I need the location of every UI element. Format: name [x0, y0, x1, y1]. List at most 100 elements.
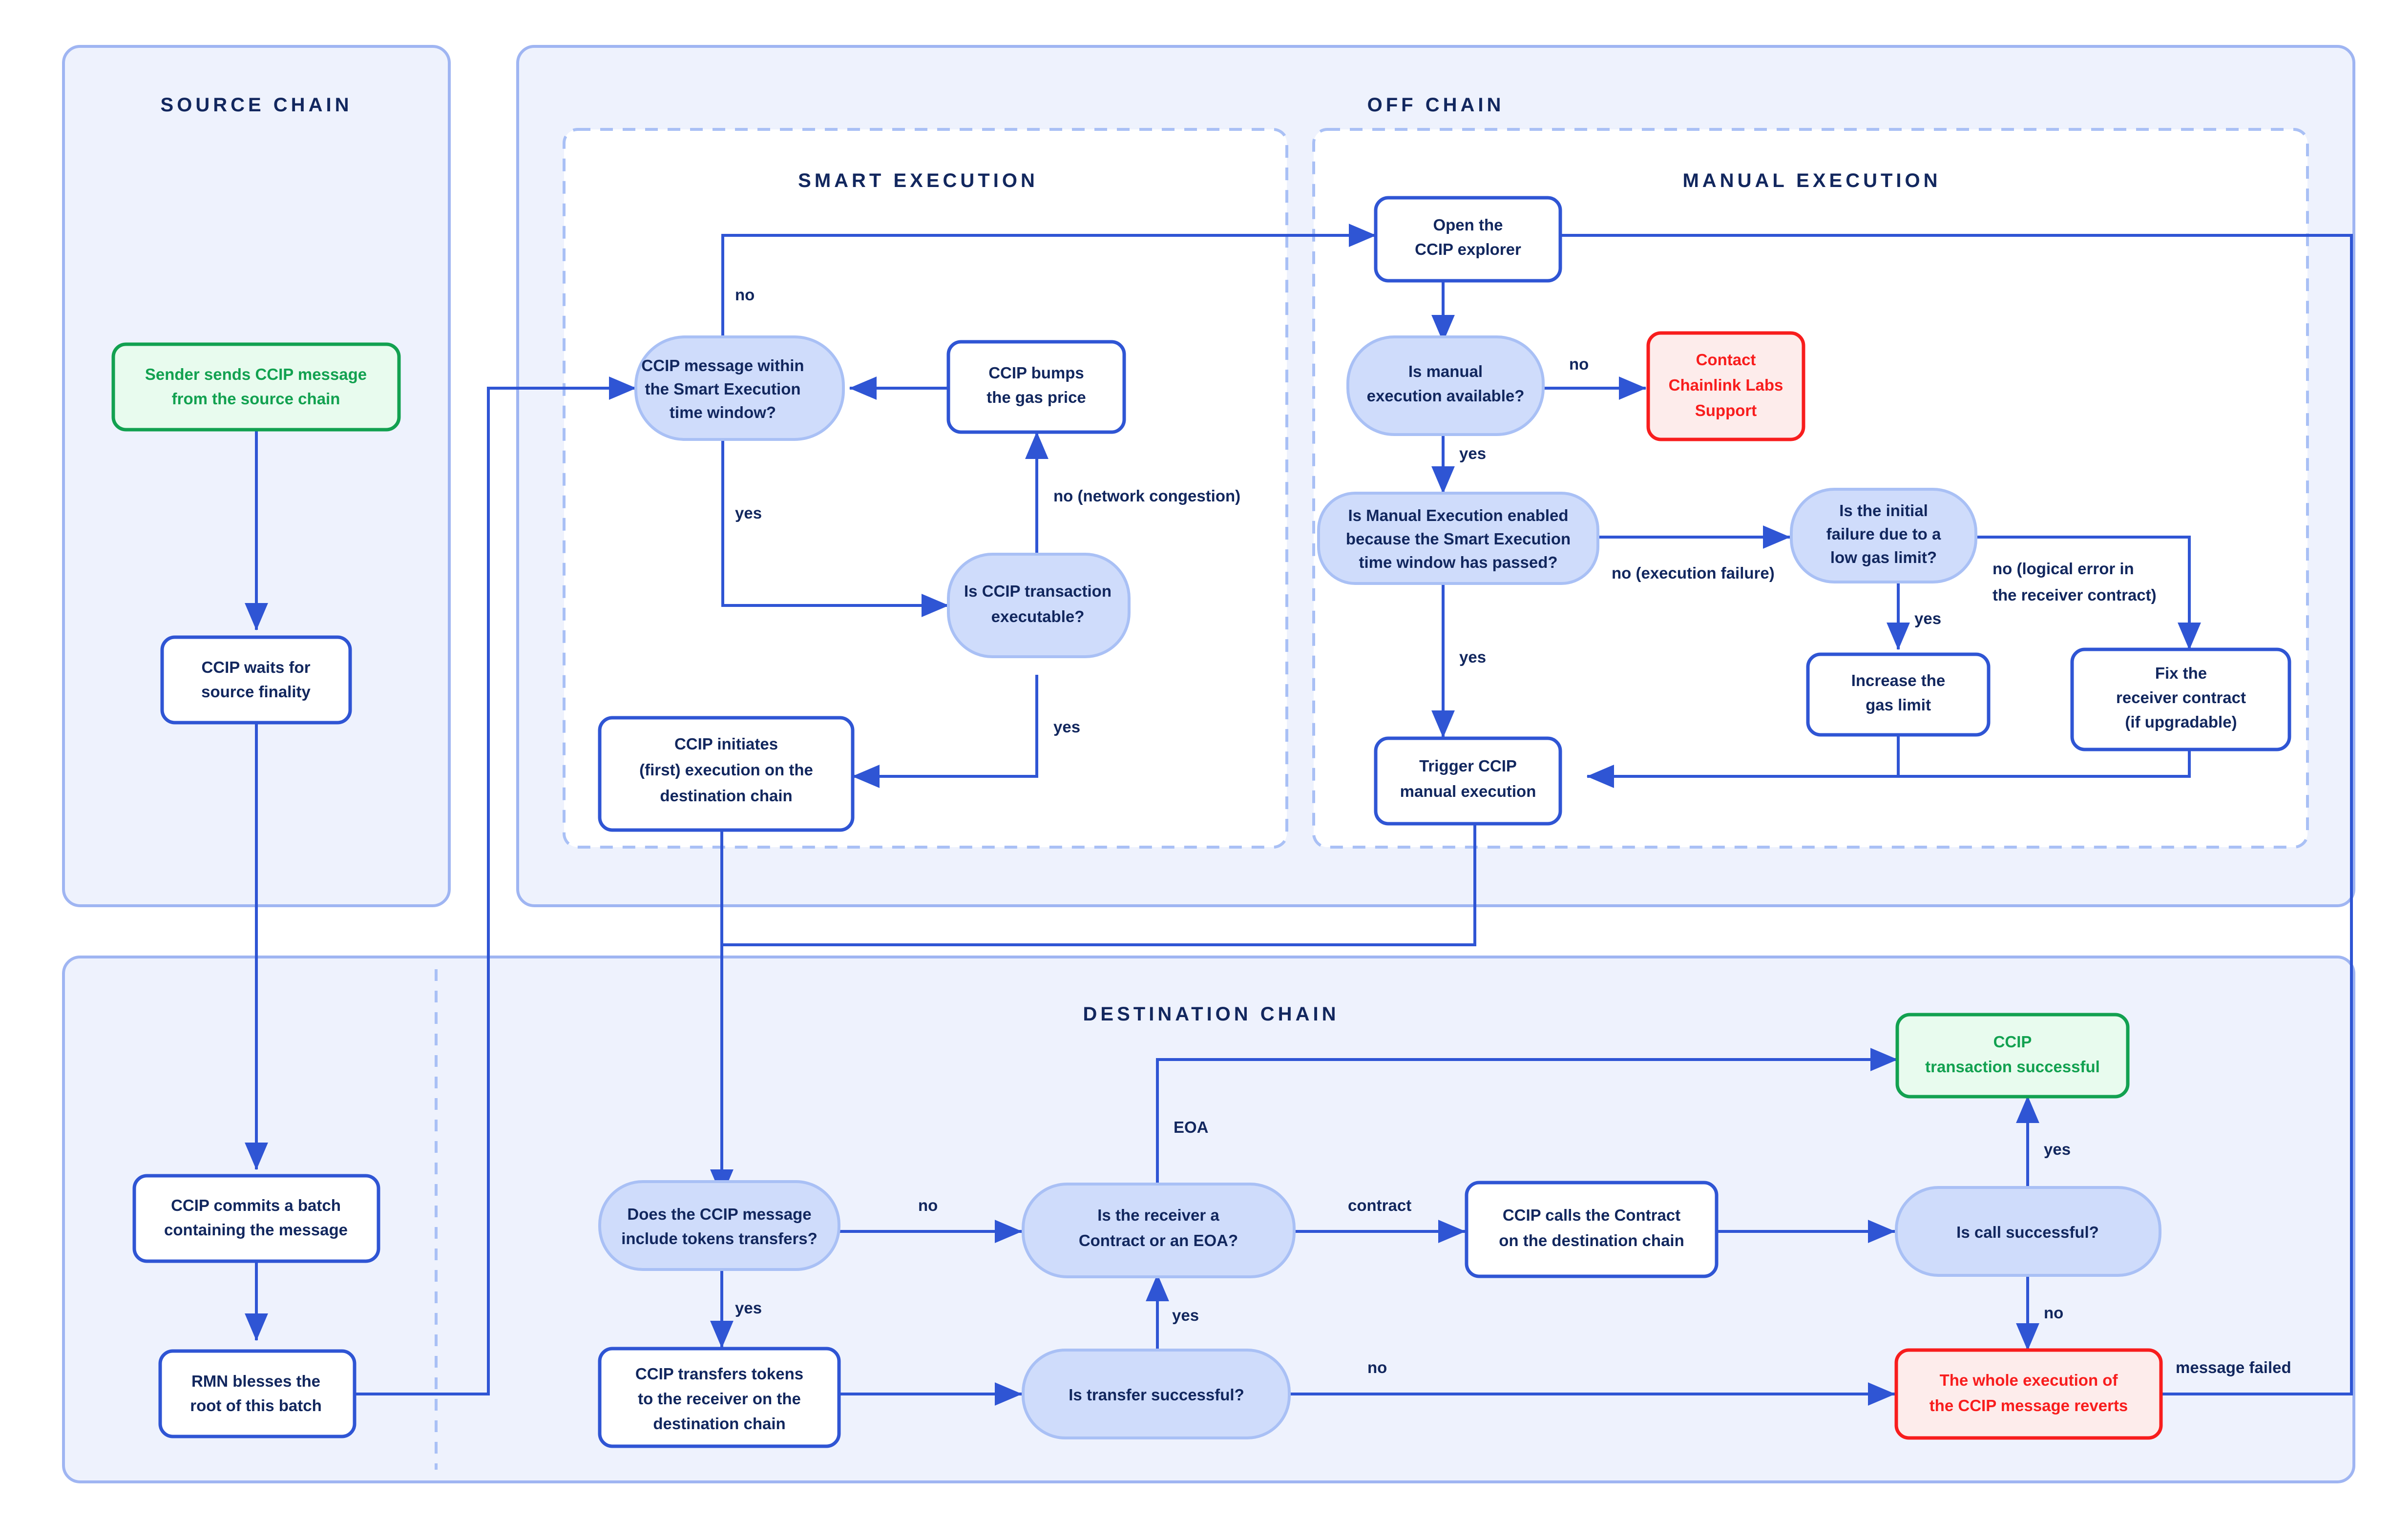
- edge-label-logical-error-line2: the receiver contract): [1992, 586, 2157, 604]
- node-bumps-gas-line1: CCIP bumps: [988, 364, 1084, 382]
- node-contact-support[interactable]: Contact Chainlink Labs Support: [1646, 331, 1805, 441]
- node-sender-sends[interactable]: Sender sends CCIP message from the sourc…: [111, 342, 401, 432]
- node-execution-reverts-line1: The whole execution of: [1940, 1371, 2118, 1389]
- node-transfers-tokens-line2: to the receiver on the: [638, 1390, 801, 1408]
- node-fix-receiver[interactable]: Fix the receiver contract (if upgradable…: [2070, 647, 2291, 751]
- node-trigger-manual[interactable]: Trigger CCIP manual execution: [1374, 736, 1562, 826]
- edge-label-congestion-no: no (network congestion): [1053, 487, 1240, 505]
- node-fix-receiver-line2: receiver contract: [2116, 688, 2246, 707]
- node-transfer-successful[interactable]: Is transfer successful?: [1022, 1349, 1291, 1439]
- node-tx-successful-line2: transaction successful: [1925, 1058, 2100, 1076]
- manual-execution-title: MANUAL EXECUTION: [1682, 170, 1941, 191]
- node-within-window[interactable]: CCIP message within the Smart Execution …: [634, 335, 845, 441]
- node-calls-contract[interactable]: CCIP calls the Contract on the destinati…: [1465, 1181, 1719, 1278]
- node-transfers-tokens-line1: CCIP transfers tokens: [635, 1365, 803, 1383]
- node-transfer-successful-line1: Is transfer successful?: [1069, 1386, 1244, 1404]
- node-initiates-line3: destination chain: [660, 787, 792, 805]
- edge-label-message-failed: message failed: [2176, 1358, 2291, 1376]
- node-commits-batch-line1: CCIP commits a batch: [171, 1196, 341, 1214]
- node-waits-finality-line1: CCIP waits for: [201, 658, 310, 676]
- edge-label-exec-failure-no: no (execution failure): [1612, 564, 1775, 582]
- node-increase-gas[interactable]: Increase the gas limit: [1806, 652, 1991, 737]
- edge-label-manual-no: no: [1569, 355, 1589, 373]
- node-transaction-successful[interactable]: CCIP transaction successful: [1895, 1013, 2130, 1099]
- node-contact-support-line3: Support: [1695, 401, 1757, 419]
- node-trigger-manual-line2: manual execution: [1400, 782, 1536, 800]
- node-rmn-blesses-line1: RMN blesses the: [191, 1372, 320, 1390]
- node-open-explorer[interactable]: Open the CCIP explorer: [1374, 196, 1562, 283]
- edge-label-contract: contract: [1348, 1196, 1411, 1214]
- node-tx-successful-line1: CCIP: [1993, 1033, 2032, 1051]
- destination-chain-title: DESTINATION CHAIN: [1083, 1003, 1340, 1025]
- node-increase-gas-line2: gas limit: [1866, 696, 1931, 714]
- node-open-explorer-line2: CCIP explorer: [1415, 240, 1521, 258]
- node-contact-support-line2: Chainlink Labs: [1669, 376, 1783, 394]
- node-rmn-blesses-line2: root of this batch: [190, 1396, 321, 1415]
- node-within-window-line1: CCIP message within: [641, 356, 804, 375]
- node-initial-failure-line1: Is the initial: [1839, 501, 1928, 520]
- node-initial-failure[interactable]: Is the initial failure due to a low gas …: [1790, 488, 1977, 583]
- node-waits-finality[interactable]: CCIP waits for source finality: [160, 635, 352, 725]
- node-fix-receiver-line1: Fix the: [2155, 664, 2207, 682]
- node-increase-gas-line1: Increase the: [1851, 671, 1946, 689]
- node-include-tokens[interactable]: Does the CCIP message include tokens tra…: [598, 1180, 840, 1271]
- node-receiver-kind[interactable]: Is the receiver a Contract or an EOA?: [1022, 1183, 1296, 1278]
- connectors: [245, 224, 2353, 1406]
- node-trigger-manual-line1: Trigger CCIP: [1419, 757, 1517, 775]
- off-chain-title: OFF CHAIN: [1367, 94, 1505, 116]
- node-call-successful-line1: Is call successful?: [1956, 1223, 2099, 1241]
- edge-label-window-no: no: [735, 286, 755, 304]
- edge-label-window-yes: yes: [735, 504, 762, 522]
- node-manual-available[interactable]: Is manual execution available?: [1346, 335, 1545, 436]
- node-manual-available-line2: execution available?: [1367, 387, 1525, 405]
- node-initiates-execution[interactable]: CCIP initiates (first) execution on the …: [598, 716, 855, 832]
- node-initial-failure-line2: failure due to a: [1826, 525, 1941, 543]
- edge-label-call-yes: yes: [2044, 1140, 2071, 1158]
- panel-smart-execution: SMART EXECUTION: [563, 128, 1288, 849]
- edge-label-tokens-no: no: [918, 1196, 938, 1214]
- node-transfers-tokens-line3: destination chain: [653, 1415, 785, 1433]
- edge-label-enabled-yes: yes: [1459, 648, 1486, 666]
- node-tx-executable-line2: executable?: [991, 607, 1085, 625]
- node-include-tokens-line1: Does the CCIP message: [627, 1205, 811, 1223]
- edge-label-manual-yes: yes: [1459, 444, 1486, 462]
- node-tx-executable-line1: Is CCIP transaction: [964, 582, 1112, 600]
- edge-label-eoa: EOA: [1174, 1118, 1209, 1136]
- node-call-successful[interactable]: Is call successful?: [1895, 1186, 2161, 1277]
- edge-label-logical-error-line1: no (logical error in: [1992, 560, 2134, 578]
- edge-labels: no yes no (network congestion) yes no ye…: [735, 286, 2291, 1376]
- node-commits-batch[interactable]: CCIP commits a batch containing the mess…: [132, 1174, 380, 1263]
- node-initiates-line2: (first) execution on the: [639, 761, 813, 779]
- node-include-tokens-line2: include tokens transfers?: [621, 1229, 818, 1248]
- node-fix-receiver-line3: (if upgradable): [2125, 713, 2237, 731]
- edge-label-call-no: no: [2044, 1304, 2063, 1322]
- source-chain-title: SOURCE CHAIN: [161, 94, 353, 116]
- node-calls-contract-line1: CCIP calls the Contract: [1503, 1206, 1680, 1224]
- node-within-window-line3: time window?: [670, 403, 776, 421]
- node-manual-enabled-line3: time window has passed?: [1359, 553, 1557, 571]
- node-manual-enabled-line2: because the Smart Execution: [1346, 530, 1571, 548]
- node-open-explorer-line1: Open the: [1433, 216, 1503, 234]
- node-initiates-line1: CCIP initiates: [674, 735, 778, 753]
- node-manual-available-line1: Is manual: [1408, 362, 1483, 380]
- node-manual-enabled-line1: Is Manual Execution enabled: [1348, 506, 1568, 524]
- node-contact-support-line1: Contact: [1696, 351, 1756, 369]
- node-calls-contract-line2: on the destination chain: [1499, 1231, 1684, 1249]
- edge-label-tokens-yes: yes: [735, 1299, 762, 1317]
- edge-label-transfer-no: no: [1367, 1358, 1387, 1376]
- node-sender-sends-line1: Sender sends CCIP message: [145, 365, 367, 383]
- edge-label-transfer-yes: yes: [1172, 1306, 1199, 1324]
- node-manual-enabled[interactable]: Is Manual Execution enabled because the …: [1317, 492, 1599, 585]
- node-tx-executable[interactable]: Is CCIP transaction executable?: [947, 553, 1131, 658]
- edge-label-gas-limit-yes: yes: [1914, 609, 1941, 627]
- node-transfers-tokens[interactable]: CCIP transfers tokens to the receiver on…: [598, 1347, 841, 1448]
- node-execution-reverts[interactable]: The whole execution of the CCIP message …: [1894, 1348, 2163, 1440]
- node-bumps-gas[interactable]: CCIP bumps the gas price: [946, 340, 1126, 434]
- edge-label-executable-yes: yes: [1053, 718, 1080, 736]
- node-within-window-line2: the Smart Execution: [645, 380, 800, 398]
- node-execution-reverts-line2: the CCIP message reverts: [1930, 1396, 2128, 1415]
- node-rmn-blesses[interactable]: RMN blesses the root of this batch: [158, 1349, 357, 1438]
- panel-manual-execution: MANUAL EXECUTION: [1312, 128, 2309, 849]
